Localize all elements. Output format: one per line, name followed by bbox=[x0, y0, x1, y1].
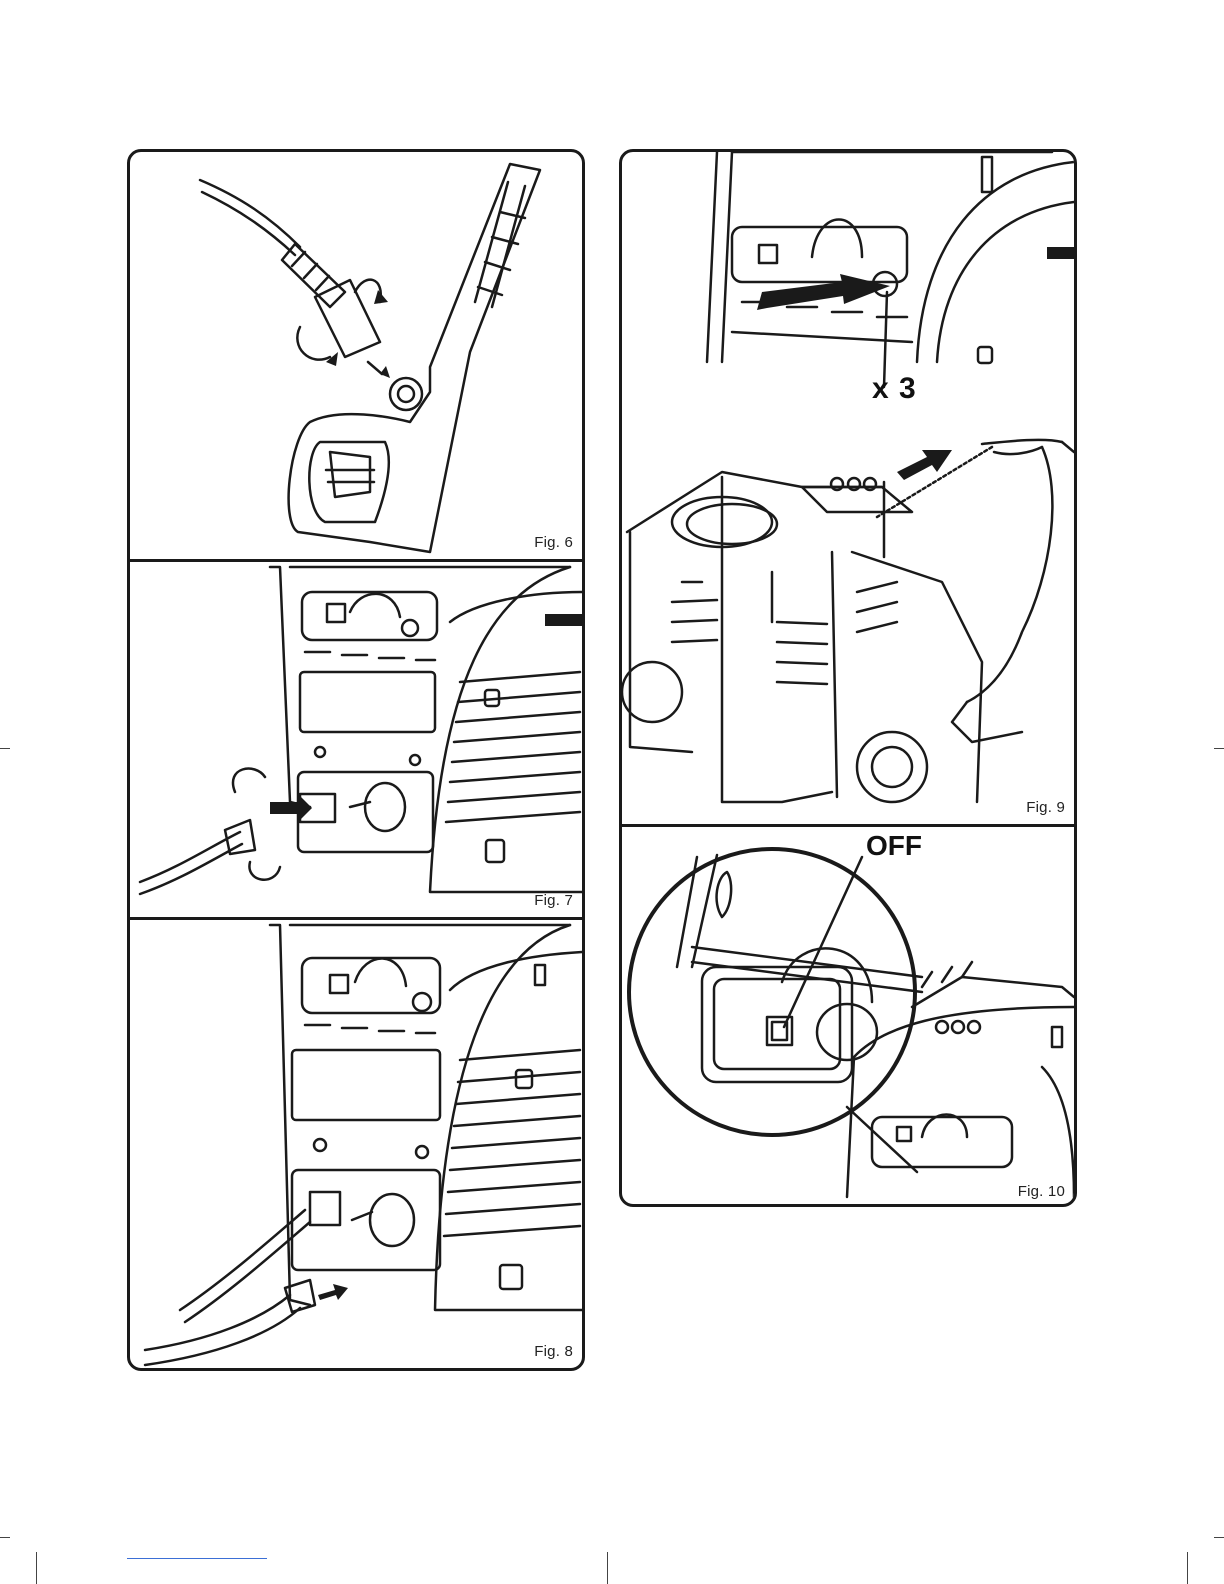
figure-6: Fig. 6 bbox=[130, 152, 582, 559]
figure-7: Fig. 7 bbox=[130, 562, 582, 917]
right-figure-panel: x 3 Fig. 9 bbox=[619, 149, 1077, 1207]
figure-6-label: Fig. 6 bbox=[534, 534, 573, 551]
figure-10: OFF Fig. 10 bbox=[622, 827, 1074, 1204]
garden-hose-connection-illustration bbox=[130, 920, 582, 1368]
crop-mark bbox=[1214, 748, 1224, 749]
pull-count-callout: x 3 bbox=[872, 372, 917, 406]
spray-gun-illustration bbox=[130, 152, 582, 559]
crop-mark bbox=[1214, 1537, 1224, 1538]
accent-rule bbox=[127, 1558, 267, 1559]
figure-9-label: Fig. 9 bbox=[1026, 799, 1065, 816]
crop-mark bbox=[36, 1552, 37, 1584]
off-position-callout: OFF bbox=[866, 830, 922, 862]
figure-7-label: Fig. 7 bbox=[534, 892, 573, 909]
figure-10-label: Fig. 10 bbox=[1018, 1183, 1065, 1200]
hose-to-inlet-illustration bbox=[130, 562, 582, 917]
crop-mark bbox=[0, 1537, 10, 1538]
figure-9: x 3 Fig. 9 bbox=[622, 152, 1074, 824]
crop-mark bbox=[0, 748, 10, 749]
prime-pump-illustration bbox=[622, 152, 1074, 824]
crop-mark bbox=[607, 1552, 608, 1584]
crop-mark bbox=[1187, 1552, 1188, 1584]
left-figure-panel: Fig. 6 bbox=[127, 149, 585, 1371]
power-switch-off-illustration bbox=[622, 827, 1074, 1204]
figure-8-label: Fig. 8 bbox=[534, 1343, 573, 1360]
figure-8: Fig. 8 bbox=[130, 920, 582, 1368]
